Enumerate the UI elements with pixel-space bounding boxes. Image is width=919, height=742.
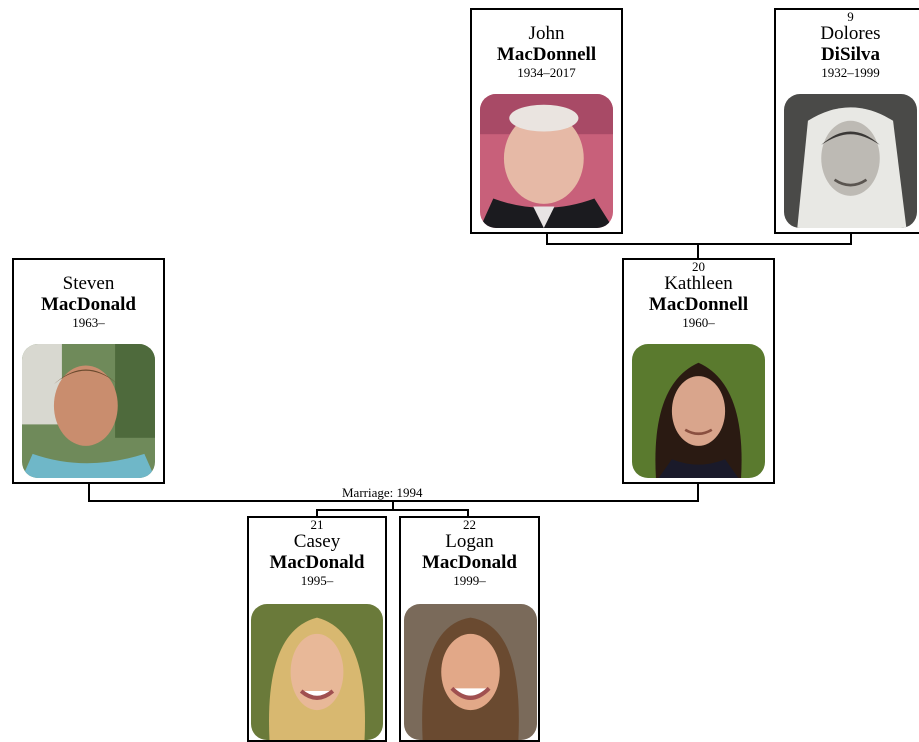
life-years: 1934–2017 <box>517 65 576 80</box>
connector-to-kathleen <box>697 243 699 260</box>
surname: DiSilva <box>820 44 881 65</box>
surname: MacDonald <box>41 294 136 315</box>
connector-to-logan <box>467 509 469 517</box>
person-number: 21 <box>310 517 324 532</box>
life-years: 1960– <box>682 315 715 330</box>
portrait-photo-john <box>480 94 613 228</box>
person-number: 9 <box>847 9 854 24</box>
person-card-dolores[interactable]: 9 Dolores DiSilva 1932–1999 <box>774 8 919 234</box>
life-years: 1932–1999 <box>821 65 880 80</box>
person-number <box>14 260 163 273</box>
life-years: 1963– <box>72 315 105 330</box>
given-name: John <box>528 23 565 44</box>
life-years: 1999– <box>453 573 486 588</box>
person-card-john[interactable]: John MacDonnell 1934–2017 <box>470 8 623 234</box>
person-card-kathleen[interactable]: 20 Kathleen MacDonnell 1960– <box>622 258 775 484</box>
connector-children-stem <box>392 500 394 510</box>
connector-john-down <box>546 233 548 245</box>
given-name: Dolores <box>820 23 881 44</box>
portrait-photo-steven <box>22 344 155 478</box>
person-number: 22 <box>463 517 476 532</box>
connector-parents-horizontal <box>546 243 852 245</box>
person-card-steven[interactable]: Steven MacDonald 1963– <box>12 258 165 484</box>
connector-to-casey <box>316 509 318 517</box>
marriage-label: Marriage: 1994 <box>340 485 425 500</box>
person-card-casey[interactable]: 21 Casey MacDonald 1995– <box>247 516 387 742</box>
surname: MacDonald <box>269 552 365 573</box>
connector-children-horizontal <box>316 509 469 511</box>
person-number: 20 <box>692 259 705 274</box>
connector-steven-down <box>88 483 90 501</box>
portrait-photo-casey <box>251 604 383 740</box>
portrait-photo-logan <box>404 604 537 740</box>
surname: MacDonald <box>422 552 517 573</box>
given-name: Casey <box>293 531 341 552</box>
person-number <box>472 10 621 23</box>
life-years: 1995– <box>300 573 334 588</box>
given-name: Kathleen <box>664 273 733 294</box>
portrait-photo-kathleen <box>632 344 765 478</box>
given-name: Logan <box>445 531 494 552</box>
connector-kathleen-down <box>697 475 699 501</box>
person-card-logan[interactable]: 22 Logan MacDonald 1999– <box>399 516 540 742</box>
portrait-photo-dolores <box>784 94 917 228</box>
connector-dolores-down <box>850 233 852 245</box>
given-name: Steven <box>62 273 115 294</box>
surname: MacDonnell <box>496 44 597 65</box>
surname: MacDonnell <box>648 294 749 315</box>
